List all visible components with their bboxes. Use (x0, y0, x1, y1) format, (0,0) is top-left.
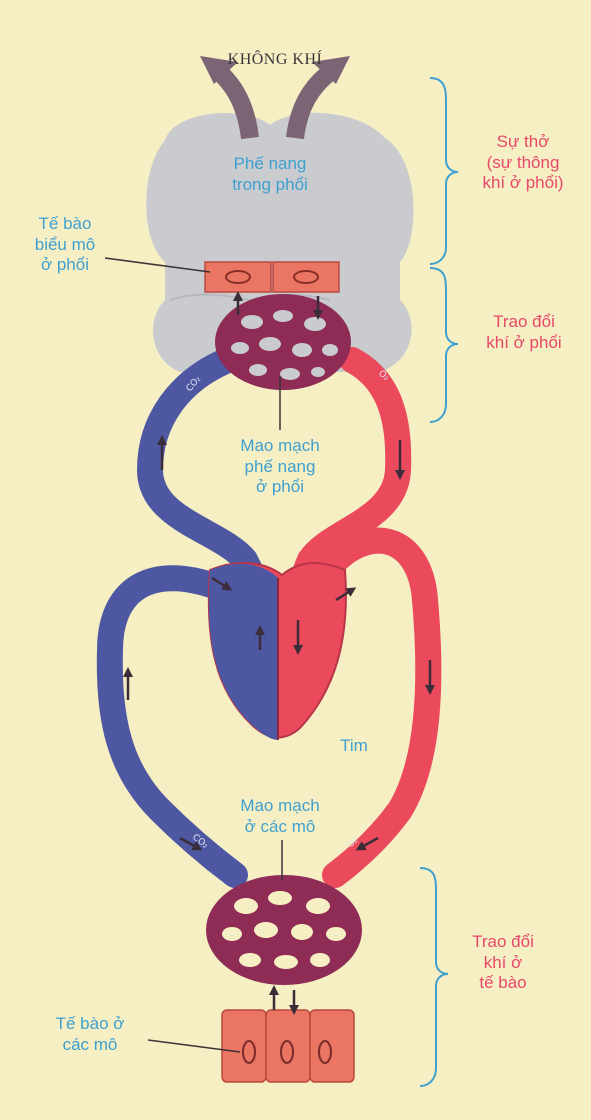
cell-exchange-stage-label: Trao đổi khí ở tế bào (448, 932, 558, 994)
cell-exchange-stage-line-2: khí ở (448, 953, 558, 974)
tissue-capillary-label-line-1: Mao mạch (210, 796, 350, 817)
lung-exchange-stage-line-2: khí ở phổi (460, 333, 588, 354)
lung-exchange-stage-label: Trao đổi khí ở phổi (460, 312, 588, 353)
epithelium-label-line-1: Tế bào (10, 214, 120, 235)
breathing-stage-label: Sự thở (sự thông khí ở phổi) (458, 132, 588, 194)
alveolar-capillary-net (215, 294, 351, 390)
alveolar-capillary-label-line-3: ở phổi (215, 477, 345, 498)
heart (209, 563, 346, 740)
tissue-cells-label: Tế bào ở các mô (35, 1014, 145, 1055)
tissue-capillary-label-line-2: ở các mô (210, 817, 350, 838)
heart-label: Tim (324, 736, 384, 757)
alveolar-capillary-label: Mao mạch phế nang ở phổi (215, 436, 345, 498)
tissue-cells-label-line-1: Tế bào ở (35, 1014, 145, 1035)
epithelium-label: Tế bào biểu mô ở phổi (10, 214, 120, 276)
tissue-capillary-label: Mao mạch ở các mô (210, 796, 350, 837)
lung-exchange-stage-line-1: Trao đổi (460, 312, 588, 333)
cell-exchange-stage-line-3: tế bào (448, 973, 558, 994)
alveoli-label-line-2: trong phổi (210, 175, 330, 196)
breathing-stage-line-2: (sự thông (458, 153, 588, 174)
cell-exchange-stage-line-1: Trao đổi (448, 932, 558, 953)
tissue-cells-label-line-2: các mô (35, 1035, 145, 1056)
alveoli-label-line-1: Phế nang (210, 154, 330, 175)
alveolar-capillary-label-line-1: Mao mạch (215, 436, 345, 457)
epithelium-label-line-3: ở phổi (10, 255, 120, 276)
breathing-stage-line-3: khí ở phổi) (458, 173, 588, 194)
air-label: KHÔNG KHÍ (200, 50, 350, 70)
alveolar-capillary-label-line-2: phế nang (215, 457, 345, 478)
tissue-capillary-net (206, 875, 362, 985)
epithelium-label-line-2: biểu mô (10, 235, 120, 256)
tissue-cells (222, 1010, 354, 1082)
alveoli-label: Phế nang trong phổi (210, 154, 330, 195)
breathing-stage-line-1: Sự thở (458, 132, 588, 153)
